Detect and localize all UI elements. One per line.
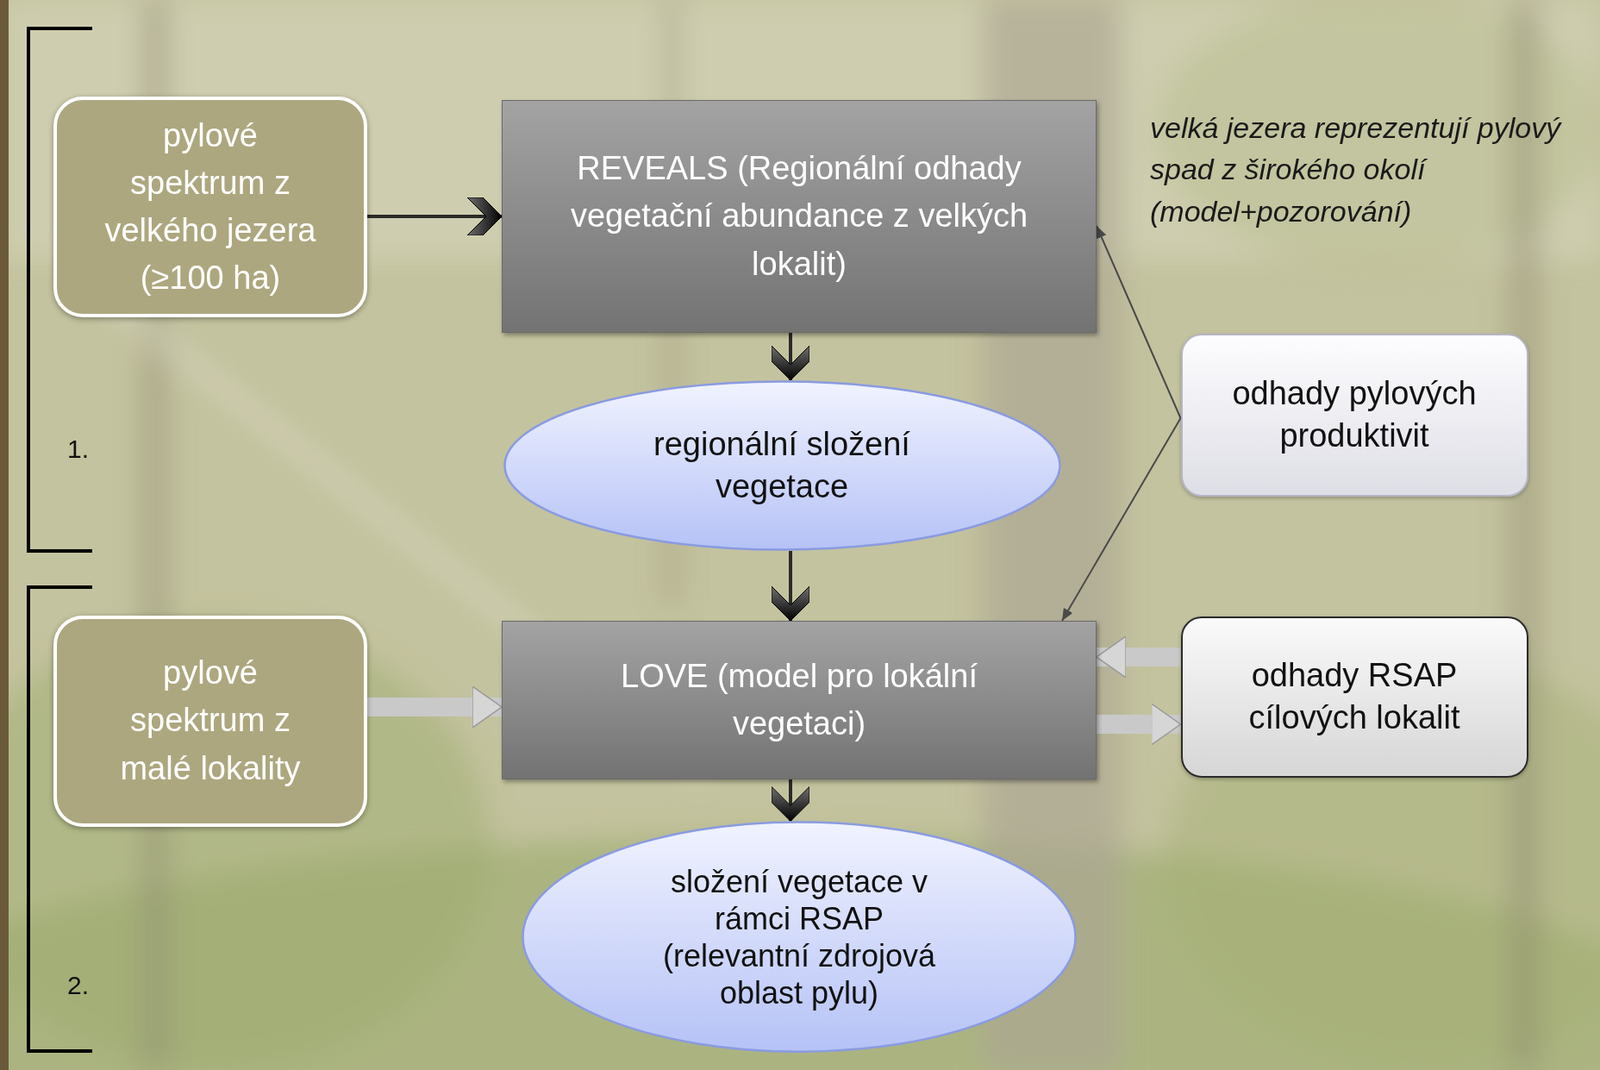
parameter-box: odhady RSAP cílových lokalit <box>1181 616 1529 778</box>
ellipse-outline <box>521 820 1077 1053</box>
edge-strip <box>0 0 9 1070</box>
chevron-arrow <box>788 779 793 821</box>
chevron-arrow <box>788 332 793 381</box>
node-text: pylové spektrum z malé lokality <box>93 649 327 792</box>
node-text: složení vegetace v rámci RSAP (relevantn… <box>656 862 942 1013</box>
group-number-holder: 1. <box>67 433 89 465</box>
model-box: REVEALS (Regionální odhady vegetační abu… <box>501 100 1097 333</box>
ellipse-outline <box>503 380 1062 551</box>
node-text: pylové spektrum z velkého jezera (≥100 h… <box>93 112 327 302</box>
chevron-arrow <box>788 550 793 621</box>
thin-arrow <box>1096 225 1182 419</box>
chevron-arrow <box>367 214 502 219</box>
block-arrow <box>1096 647 1182 667</box>
block-arrow <box>367 697 502 717</box>
ellipse-shape <box>523 822 1076 1052</box>
group-number: 2. <box>67 969 89 1001</box>
thin-arrow <box>1062 418 1182 621</box>
input-box: pylové spektrum z velkého jezera (≥100 h… <box>53 96 368 318</box>
model-box: LOVE (model pro lokální vegetaci) <box>501 620 1097 780</box>
note-text-holder: velká jezera reprezentují pylový spad z … <box>1150 106 1590 232</box>
result-ellipse: regionální složení vegetace <box>503 380 1062 551</box>
group-number: 1. <box>67 433 89 465</box>
group-number-holder: 2. <box>67 969 89 1001</box>
note-text: velká jezera reprezentují pylový spad z … <box>1150 106 1590 232</box>
node-text: odhady RSAP cílových lokalit <box>1207 654 1501 740</box>
input-box: pylové spektrum z malé lokality <box>53 615 368 827</box>
parameter-box: odhady pylových produktivit <box>1181 333 1529 497</box>
node-text: LOVE (model pro lokální vegetaci) <box>557 652 1041 748</box>
result-ellipse: složení vegetace v rámci RSAP (relevantn… <box>521 820 1077 1053</box>
node-text: regionální složení vegetace <box>639 423 925 509</box>
node-text: odhady pylových produktivit <box>1207 372 1501 458</box>
ellipse-shape <box>504 381 1060 550</box>
block-arrow <box>1096 714 1182 734</box>
tree-trunk <box>1508 0 1540 1070</box>
node-text: REVEALS (Regionální odhady vegetační abu… <box>557 144 1041 288</box>
